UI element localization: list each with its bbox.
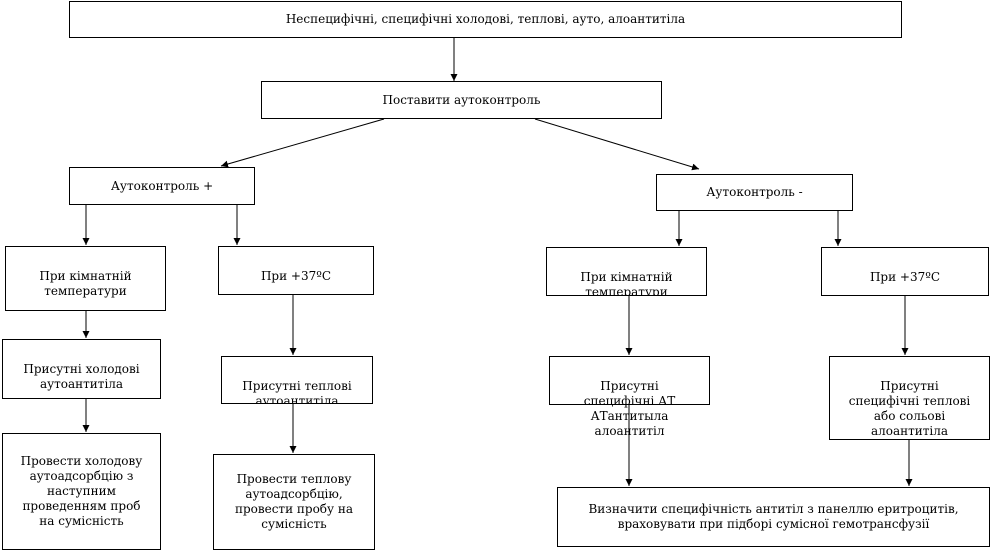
specific-warm-node: Присутні специфічні теплові або сольові … [829, 356, 990, 440]
neg-room-temp-text: При кімнатній температури [580, 270, 673, 296]
root-node: Неспецифічні, специфічні холодові, тепло… [69, 1, 902, 38]
pos-37c-node: При +37ºС [218, 246, 374, 295]
warm-auto-node: Присутні теплові аутоантитіла [221, 356, 373, 404]
warm-adsorption-text: Провести теплову аутоадсорбцію, провести… [234, 472, 354, 531]
warm-auto-text: Присутні теплові аутоантитіла [242, 379, 352, 404]
arrow-autocontrol-to-negative [534, 118, 700, 171]
cold-adsorption-node: Провести холодову аутоадсорбцію з наступ… [2, 433, 161, 550]
autocontrol-node: Поставити аутоконтроль [261, 81, 662, 119]
pos-room-temp-text: При кімнатній температури [39, 269, 132, 298]
autocontrol-positive-node: Аутоконтроль + [69, 167, 255, 205]
neg-37c-text: При +37ºС [869, 270, 941, 284]
autocontrol-positive-text: Аутоконтроль + [110, 178, 214, 193]
pos-room-temp-node: При кімнатній температури [5, 246, 166, 311]
specific-warm-text: Присутні специфічні теплові або сольові … [848, 379, 971, 438]
neg-37c-node: При +37ºС [821, 247, 989, 296]
cold-auto-text: Присутні холодові аутоантитіла [23, 362, 140, 391]
autocontrol-negative-node: Аутоконтроль - [656, 174, 853, 211]
pos-37c-text: При +37ºС [260, 269, 332, 283]
autocontrol-node-text: Поставити аутоконтроль [382, 92, 541, 107]
cold-auto-node: Присутні холодові аутоантитіла [2, 339, 161, 399]
cold-adsorption-text: Провести холодову аутоадсорбцію з наступ… [20, 454, 143, 528]
root-node-text: Неспецифічні, специфічні холодові, тепло… [285, 12, 686, 26]
determine-specificity-text: Визначити специфічність антитіл з панелл… [588, 502, 959, 531]
warm-adsorption-node: Провести теплову аутоадсорбцію, провести… [213, 454, 375, 550]
specific-at-text: Присутні специфічні АТ АТантитыла алоант… [583, 379, 676, 438]
determine-specificity-node: Визначити специфічність антитіл з панелл… [557, 487, 990, 547]
specific-at-node: Присутні специфічні АТ АТантитыла алоант… [549, 356, 710, 438]
arrow-autocontrol-to-positive [220, 118, 385, 168]
autocontrol-negative-text: Аутоконтроль - [706, 185, 803, 199]
neg-room-temp-node: При кімнатній температури [546, 247, 707, 296]
